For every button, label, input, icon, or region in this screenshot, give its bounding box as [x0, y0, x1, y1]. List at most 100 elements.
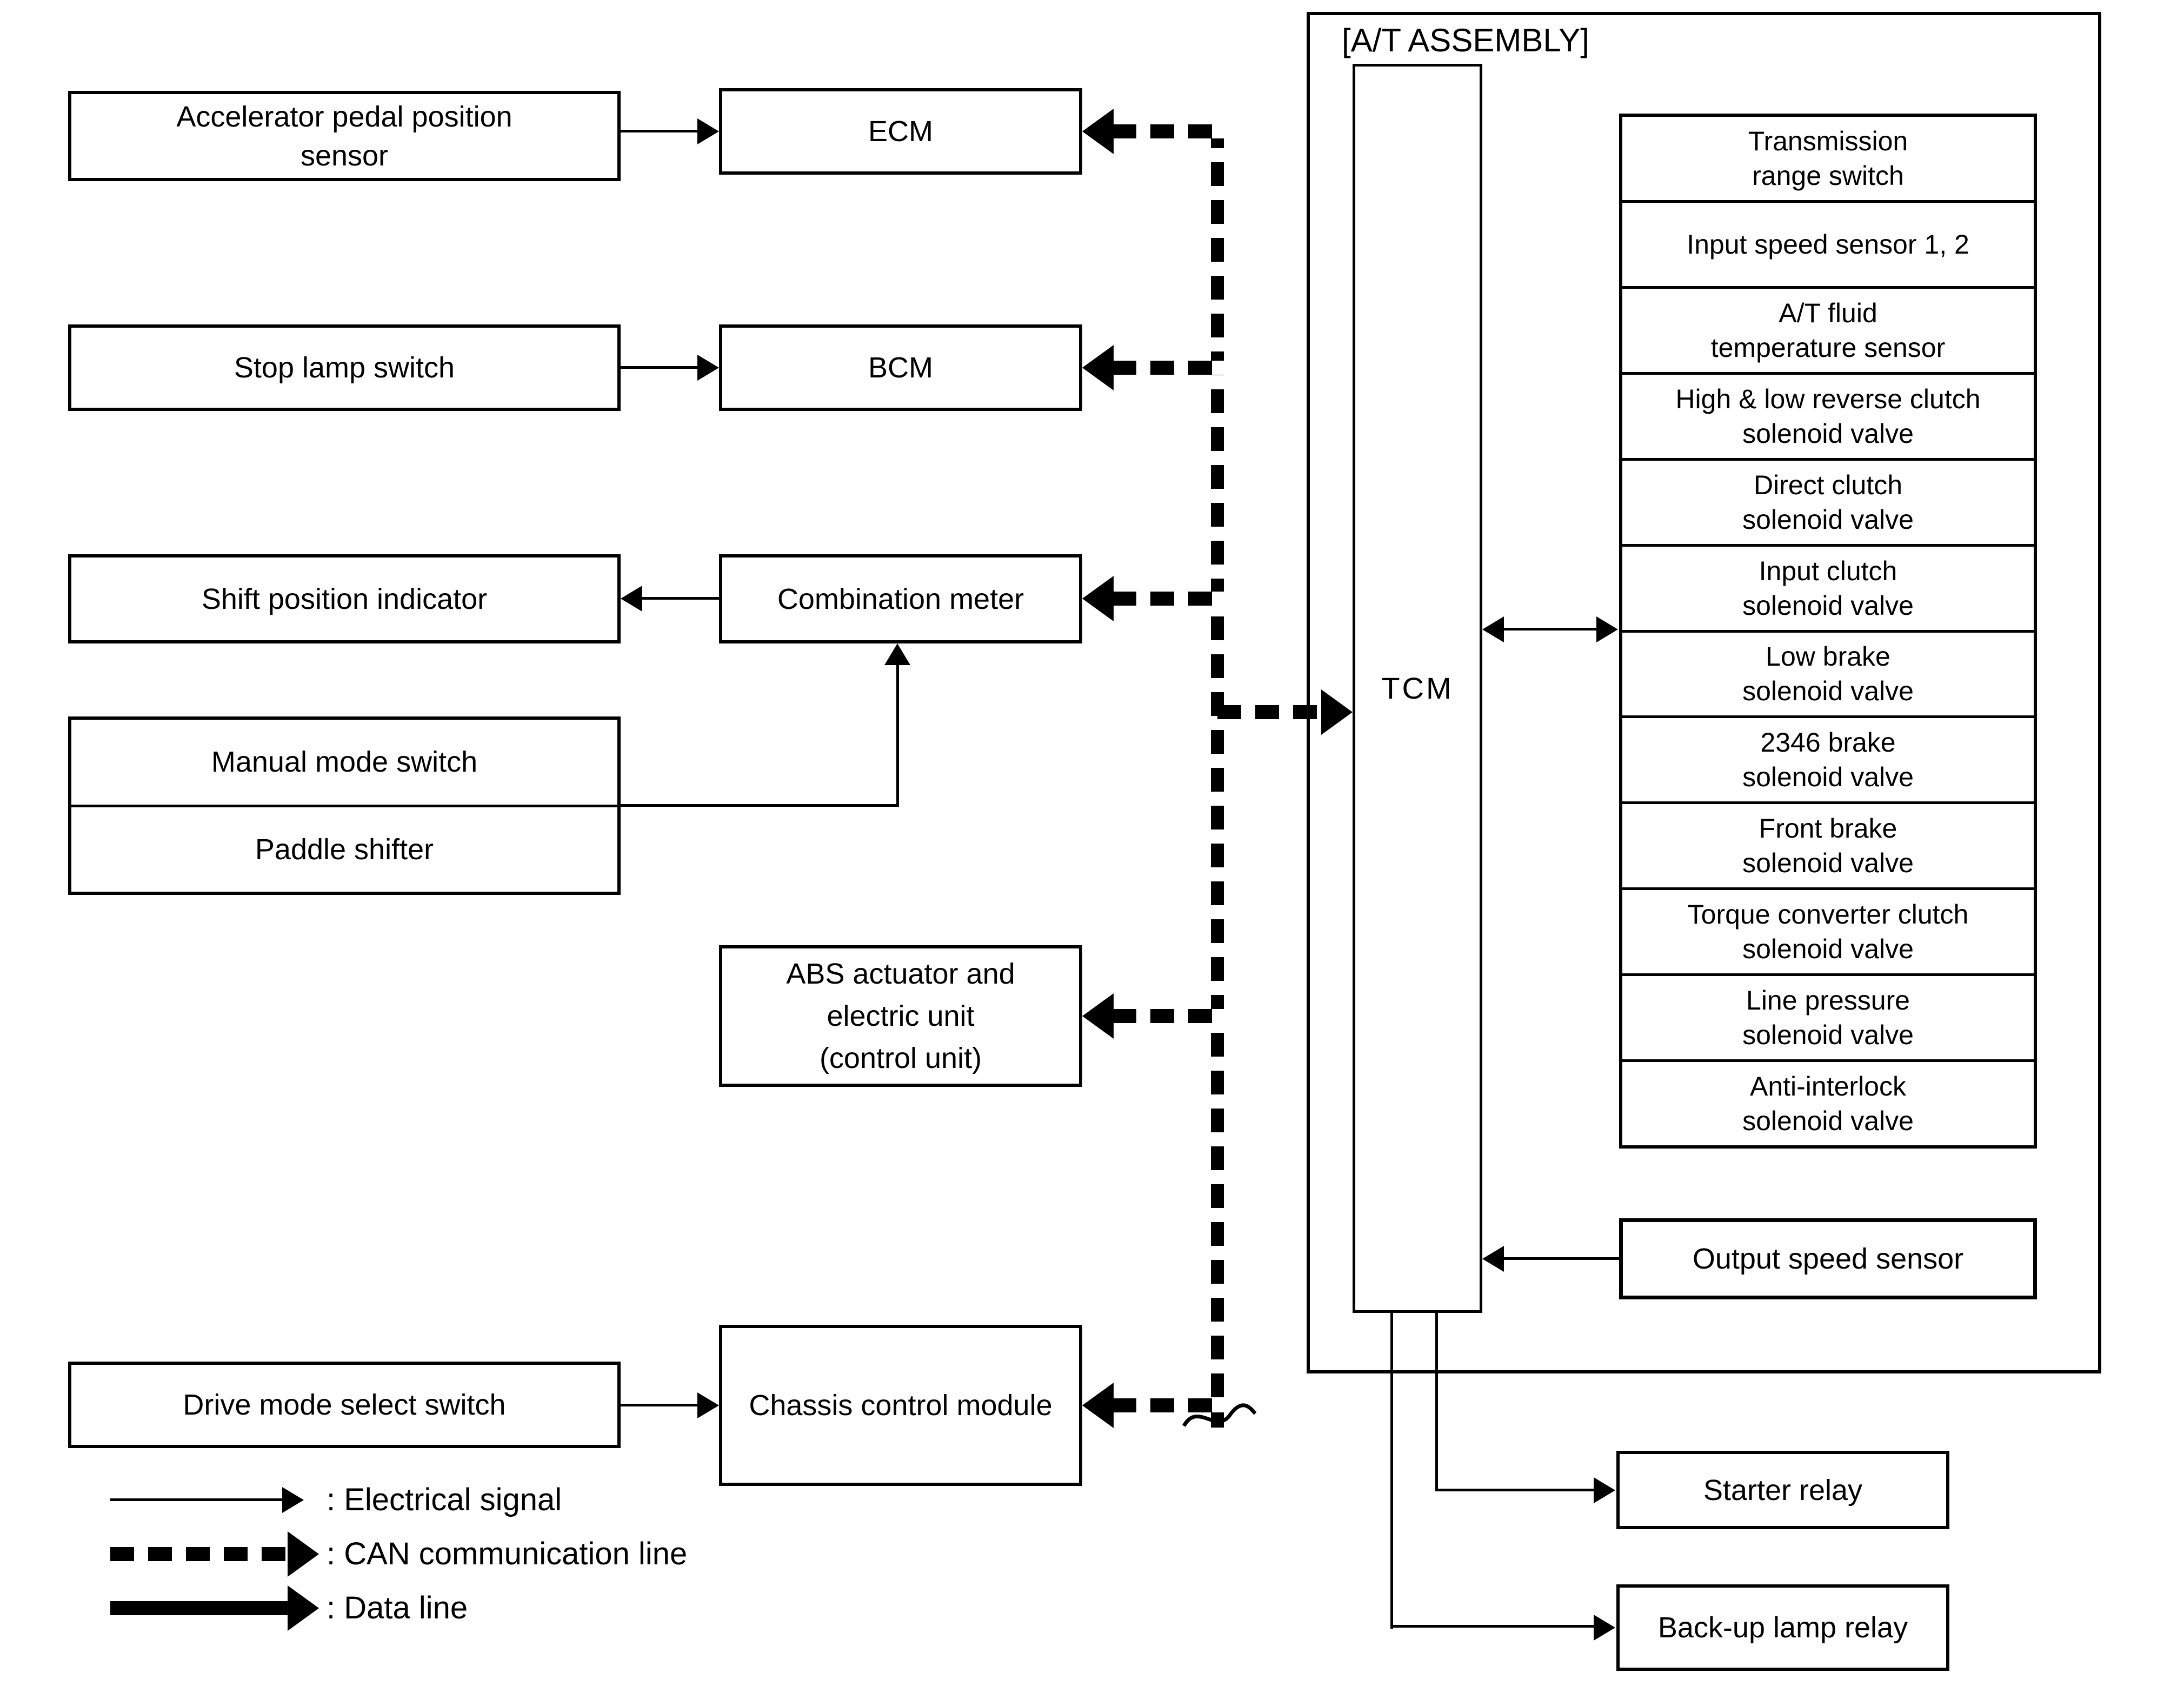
box-chassis-control-module: Chassis control module: [719, 1325, 1082, 1486]
box-label: BCM: [868, 351, 933, 384]
line-tcm-to-backup-relay-vertical: [1390, 1313, 1393, 1629]
row-label: solenoid valve: [1742, 934, 1914, 965]
row-label: solenoid valve: [1742, 762, 1914, 793]
list-item-transmission-range-switch: Transmission range switch: [1622, 117, 2034, 203]
legend-data-label: : Data line: [327, 1590, 468, 1625]
arrowhead-output-speed-sensor-to-tcm: [1482, 1246, 1504, 1272]
line-combination-meter-to-shift-indicator: [641, 597, 719, 600]
row-label: range switch: [1752, 160, 1904, 191]
can-stub-combination-meter: [1113, 592, 1224, 606]
box-label: Manual mode switch: [211, 746, 478, 779]
box-bcm: BCM: [719, 324, 1082, 411]
row-label: solenoid valve: [1742, 418, 1914, 449]
arrowhead-tcm-to-starter-relay: [1594, 1477, 1615, 1503]
line-tcm-to-backup-relay-horizontal: [1390, 1625, 1595, 1628]
list-item-front-brake-solenoid: Front brake solenoid valve: [1622, 804, 2034, 891]
row-label: High & low reverse clutch: [1675, 383, 1981, 414]
row-label: solenoid valve: [1742, 504, 1914, 535]
list-item-line-pressure-solenoid: Line pressure solenoid valve: [1622, 976, 2034, 1063]
box-label: Starter relay: [1703, 1474, 1863, 1506]
legend-can-arrowhead: [288, 1531, 319, 1577]
legend-data-arrowhead: [288, 1585, 319, 1631]
arrowhead-tcm-to-backup-relay: [1594, 1615, 1615, 1641]
arrowhead-stop-lamp-to-bcm: [697, 355, 719, 381]
box-ecm: ECM: [719, 88, 1082, 175]
box-label: ECM: [868, 115, 933, 148]
arrowhead-tcm-side: [1482, 616, 1504, 642]
row-label: Input speed sensor 1, 2: [1687, 229, 1969, 260]
row-label: solenoid valve: [1742, 676, 1914, 707]
box-manual-mode-paddle-shifter: Manual mode switch Paddle shifter: [68, 716, 621, 895]
list-item-anti-interlock-solenoid: Anti-interlock solenoid valve: [1622, 1062, 2034, 1145]
legend-electrical-signal-line: [110, 1498, 283, 1501]
list-item-high-low-reverse-clutch-solenoid: High & low reverse clutch solenoid valve: [1622, 375, 2034, 461]
row-label: Direct clutch: [1753, 469, 1903, 500]
legend-electrical-signal-label: : Electrical signal: [327, 1482, 562, 1517]
list-item-input-speed-sensor: Input speed sensor 1, 2: [1622, 203, 2034, 289]
can-stub-chassis: [1113, 1398, 1224, 1412]
box-abs-actuator: ABS actuator and electric unit (control …: [719, 945, 1082, 1087]
legend-can-line: [110, 1547, 289, 1561]
can-arrowhead-ecm: [1082, 109, 1114, 154]
line-stop-lamp-to-bcm: [621, 366, 698, 369]
line-tcm-to-starter-relay-horizontal: [1435, 1489, 1595, 1491]
legend-can-label: : CAN communication line: [327, 1536, 688, 1571]
row-label: solenoid valve: [1742, 848, 1914, 879]
row-label: solenoid valve: [1742, 1020, 1914, 1051]
row-label: temperature sensor: [1710, 332, 1946, 363]
legend-electrical-signal-arrowhead: [282, 1487, 304, 1513]
arrowhead-combination-meter-to-shift-indicator: [621, 586, 642, 612]
box-label: Combination meter: [777, 582, 1024, 615]
box-label: Accelerator pedal position: [176, 100, 512, 133]
row-label: 2346 brake: [1760, 727, 1896, 758]
box-label: Chassis control module: [749, 1389, 1053, 1422]
row-label: Transmission: [1748, 125, 1908, 156]
can-arrowhead-tcm: [1321, 689, 1353, 735]
box-tcm: TCM: [1353, 64, 1482, 1313]
box-label: ABS actuator and: [786, 958, 1015, 990]
box-label: Shift position indicator: [201, 582, 488, 615]
box-label: (control unit): [819, 1042, 982, 1074]
box-drive-mode-select-switch: Drive mode select switch: [68, 1362, 621, 1448]
can-stub-tcm: [1217, 705, 1322, 719]
box-manual-mode-switch: Manual mode switch: [71, 720, 617, 807]
can-stub-ecm: [1113, 124, 1224, 138]
box-stop-lamp-switch: Stop lamp switch: [68, 324, 621, 411]
box-label: Paddle shifter: [255, 833, 434, 866]
line-manual-mode-horizontal: [621, 804, 897, 807]
row-label: Torque converter clutch: [1687, 899, 1969, 930]
row-label: Input clutch: [1759, 555, 1897, 586]
row-label: solenoid valve: [1742, 1106, 1914, 1137]
box-accelerator-pedal-position-sensor: Accelerator pedal position sensor: [68, 91, 621, 181]
at-assembly-outer-box: [1307, 12, 2101, 1373]
line-drive-mode-to-chassis: [621, 1404, 698, 1406]
list-item-torque-converter-clutch-solenoid: Torque converter clutch solenoid valve: [1622, 890, 2034, 977]
box-label: Drive mode select switch: [183, 1389, 506, 1421]
can-stub-bcm: [1113, 361, 1224, 375]
box-label: Stop lamp switch: [234, 351, 455, 384]
line-tcm-to-component-list: [1503, 628, 1597, 631]
list-item-low-brake-solenoid: Low brake solenoid valve: [1622, 633, 2034, 719]
box-label: sensor: [300, 139, 389, 172]
arrowhead-accelerator-to-ecm: [697, 118, 719, 144]
arrowhead-component-list-side: [1596, 616, 1618, 642]
row-label: solenoid valve: [1742, 590, 1914, 621]
list-item-at-fluid-temperature-sensor: A/T fluid temperature sensor: [1622, 289, 2034, 375]
line-tcm-to-starter-relay-vertical: [1435, 1313, 1438, 1491]
at-component-list: Transmission range switch Input speed se…: [1619, 114, 2037, 1149]
box-label: TCM: [1381, 671, 1454, 705]
box-paddle-shifter: Paddle shifter: [71, 807, 617, 892]
box-combination-meter: Combination meter: [719, 554, 1082, 643]
box-starter-relay: Starter relay: [1616, 1451, 1949, 1529]
row-label: Anti-interlock: [1750, 1071, 1906, 1102]
row-label: Front brake: [1759, 813, 1897, 844]
can-arrowhead-bcm: [1082, 345, 1114, 390]
box-label: Output speed sensor: [1692, 1243, 1964, 1275]
box-backup-lamp-relay: Back-up lamp relay: [1616, 1584, 1949, 1671]
can-arrowhead-chassis: [1082, 1383, 1114, 1428]
row-label: A/T fluid: [1779, 297, 1877, 328]
box-label: electric unit: [827, 1000, 975, 1032]
list-item-direct-clutch-solenoid: Direct clutch solenoid valve: [1622, 461, 2034, 547]
can-arrowhead-combination-meter: [1082, 576, 1114, 621]
